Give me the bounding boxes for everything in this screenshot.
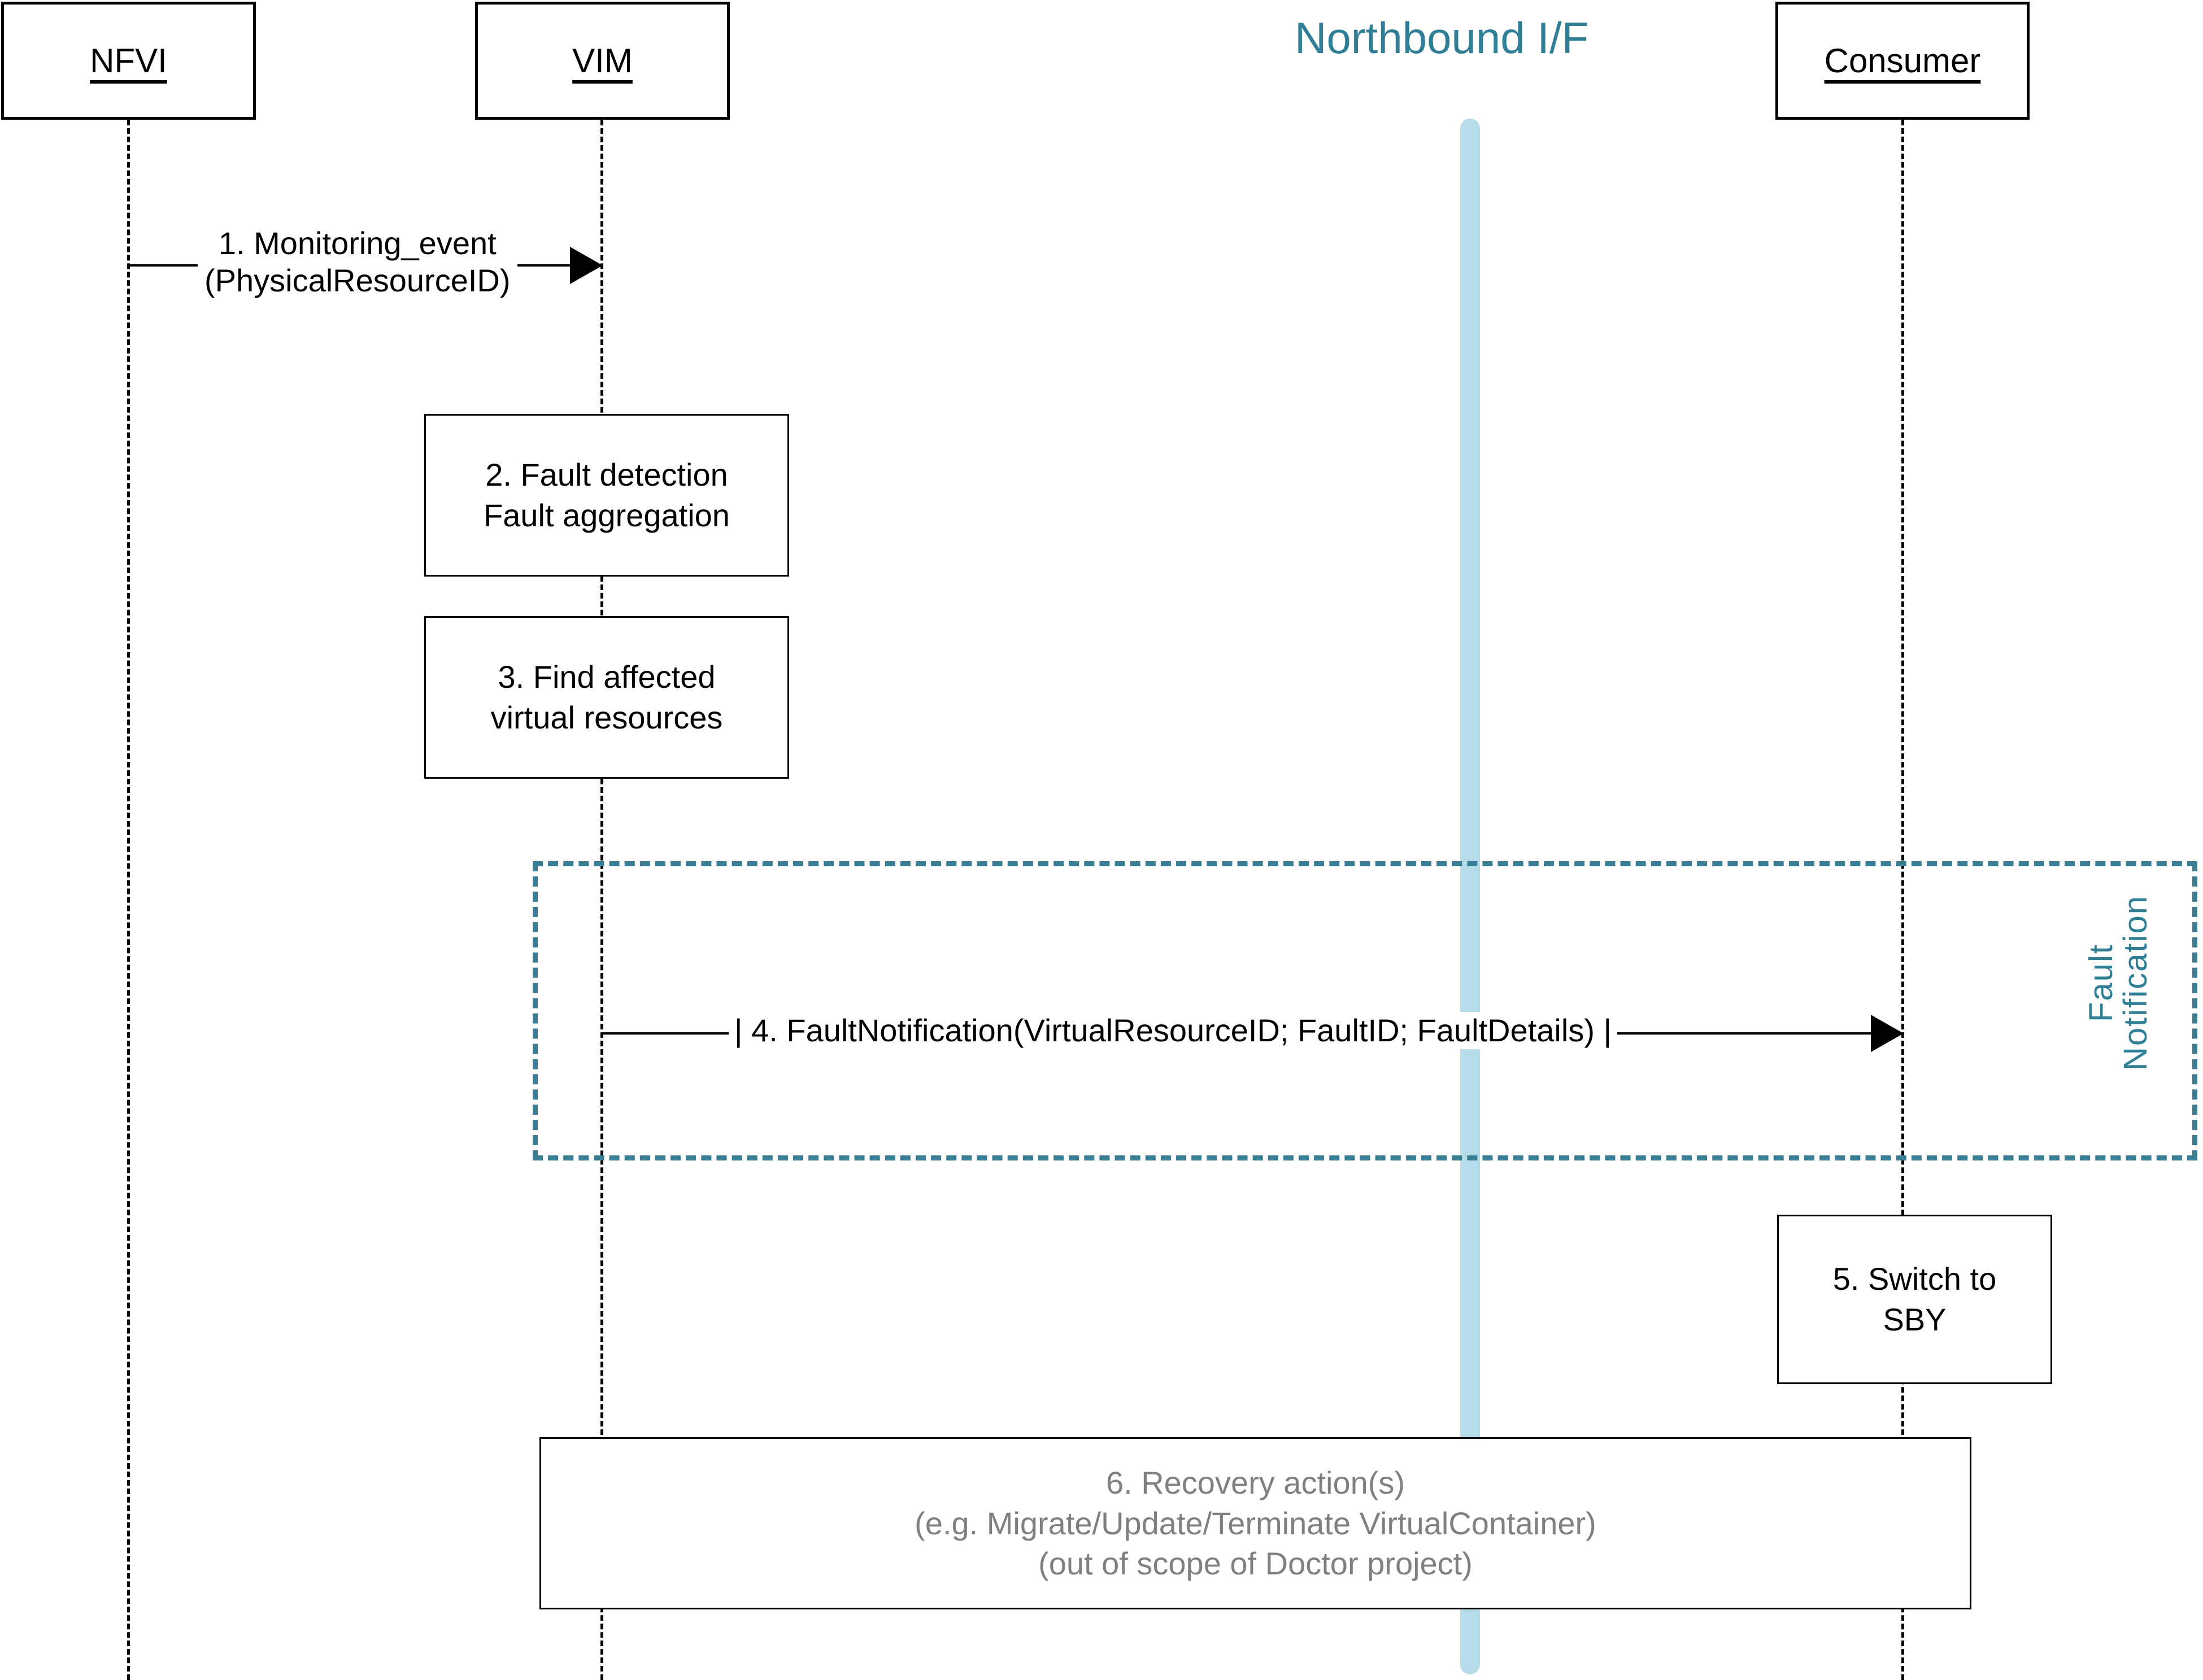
northbound-interface-label: Northbound I/F <box>1295 13 1589 63</box>
message-label-line1: 1. Monitoring_event <box>198 225 517 263</box>
process-box-line: SBY <box>1883 1302 1947 1337</box>
process-box-find-affected-resources[interactable]: 3. Find affected virtual resources <box>424 616 789 779</box>
lifeline-consumer <box>1901 120 1904 1680</box>
fragment-fault-notification <box>533 861 2197 1160</box>
actor-label-consumer: Consumer <box>1824 41 1981 80</box>
fragment-label-line1: Fault <box>2083 943 2119 1022</box>
actor-box-nfvi[interactable]: NFVI <box>1 2 256 120</box>
arrow-head-monitoring-event <box>570 247 603 284</box>
actor-box-consumer[interactable]: Consumer <box>1775 2 2030 120</box>
process-box-line: Fault aggregation <box>484 498 730 533</box>
process-box-line: 2. Fault detection <box>485 457 728 493</box>
fragment-label-line2: Notification <box>2117 895 2154 1071</box>
process-box-switch-to-sby[interactable]: 5. Switch to SBY <box>1777 1215 2052 1384</box>
message-label-monitoring-event: 1. Monitoring_event (PhysicalResourceID) <box>198 225 517 300</box>
process-box-fault-detection[interactable]: 2. Fault detection Fault aggregation <box>424 414 789 577</box>
fragment-label-fault-notification: Fault Notification <box>2083 895 2154 1071</box>
process-box-line: 6. Recovery action(s) <box>1105 1464 1405 1500</box>
process-box-line: virtual resources <box>490 700 723 735</box>
actor-box-vim[interactable]: VIM <box>475 2 730 120</box>
actor-label-nfvi: NFVI <box>90 41 167 80</box>
process-box-line: 3. Find affected <box>498 659 716 695</box>
actor-label-vim: VIM <box>572 41 633 80</box>
message-label-line2: (PhysicalResourceID) <box>198 262 517 300</box>
message-label-fault-notification: | 4. FaultNotification(VirtualResourceID… <box>729 1012 1618 1050</box>
northbound-interface-bar <box>1460 119 1480 1674</box>
process-box-line: (e.g. Migrate/Update/Terminate VirtualCo… <box>915 1505 1596 1541</box>
lifeline-nfvi <box>127 120 130 1680</box>
process-box-line: 5. Switch to <box>1832 1261 1997 1297</box>
process-box-recovery-actions[interactable]: 6. Recovery action(s) (e.g. Migrate/Upda… <box>539 1437 1971 1609</box>
lifeline-vim <box>600 120 603 1680</box>
arrow-head-fault-notification <box>1871 1015 1904 1052</box>
process-box-line: (out of scope of Doctor project) <box>1038 1546 1473 1582</box>
